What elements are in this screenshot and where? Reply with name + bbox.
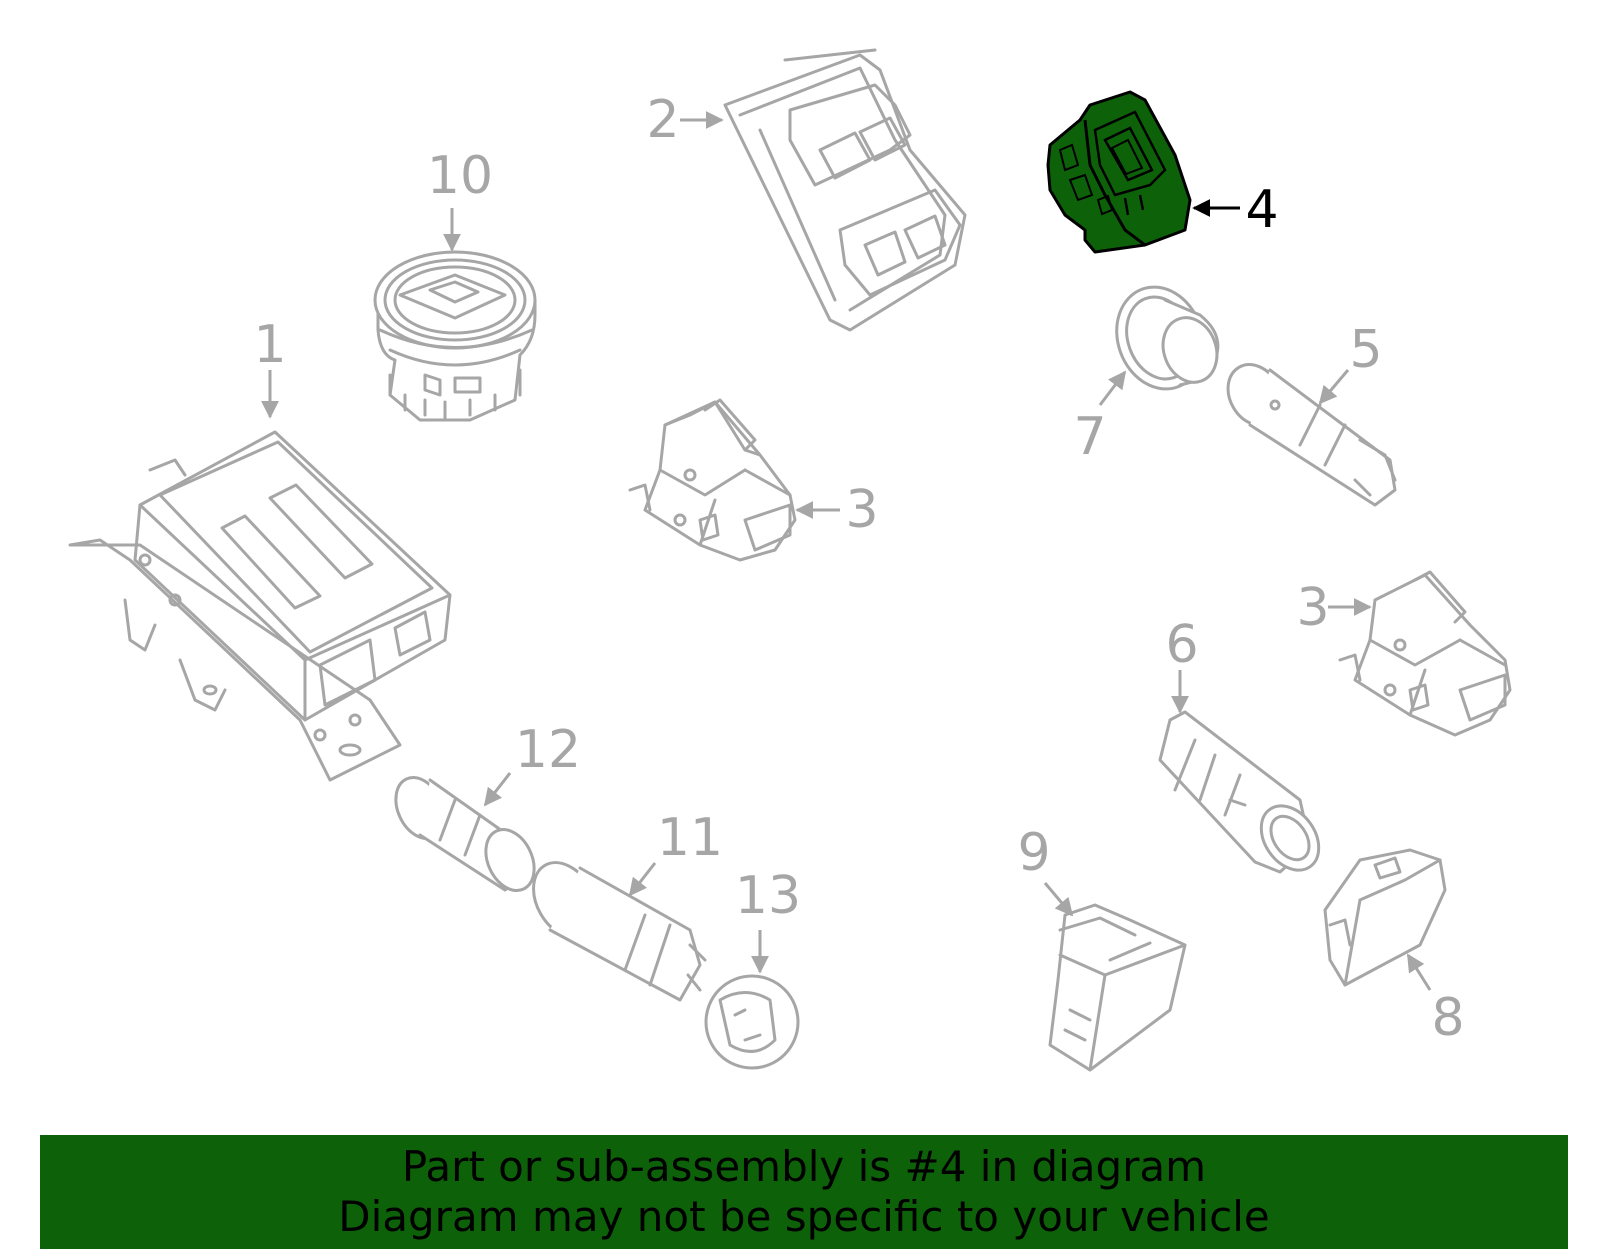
part-7-round-cap[interactable] xyxy=(1103,275,1226,401)
svg-text:13: 13 xyxy=(735,866,801,926)
callout-10: 10 xyxy=(427,146,493,252)
banner-line-part-info: Part or sub-assembly is #4 in diagram xyxy=(401,1142,1207,1191)
svg-text:6: 6 xyxy=(1165,615,1198,675)
svg-text:3: 3 xyxy=(1296,578,1329,638)
callout-7: 7 xyxy=(1073,370,1127,467)
callout-2: 2 xyxy=(646,90,724,150)
callout-5: 5 xyxy=(1318,320,1383,405)
part-10-rotary-switch[interactable] xyxy=(373,250,537,422)
banner-line-disclaimer: Diagram may not be specific to your vehi… xyxy=(338,1192,1270,1241)
part-11-socket[interactable] xyxy=(521,851,707,1002)
svg-text:10: 10 xyxy=(427,146,493,206)
parts-diagram: 1 2 3 3 4 5 6 7 8 9 10 11 xyxy=(68,48,1512,1072)
svg-text:12: 12 xyxy=(515,720,581,780)
part-4-highlighted-switch[interactable] xyxy=(1046,90,1192,254)
part-2-window-switch-panel[interactable] xyxy=(723,48,967,332)
svg-text:7: 7 xyxy=(1073,407,1106,467)
svg-text:9: 9 xyxy=(1017,823,1050,883)
part-8-square-switch[interactable] xyxy=(1323,848,1447,987)
svg-text:2: 2 xyxy=(646,90,679,150)
svg-text:4: 4 xyxy=(1245,180,1278,240)
callout-11: 11 xyxy=(628,808,723,897)
callout-8: 8 xyxy=(1406,953,1465,1048)
svg-text:1: 1 xyxy=(253,315,286,375)
part-1-control-module[interactable] xyxy=(68,430,452,782)
part-3-switch-center[interactable] xyxy=(628,398,797,562)
callout-3-right: 3 xyxy=(1296,578,1372,638)
svg-text:11: 11 xyxy=(657,808,723,868)
info-banner: Part or sub-assembly is #4 in diagram Di… xyxy=(40,1135,1568,1249)
svg-text:8: 8 xyxy=(1431,988,1464,1048)
part-12-connector[interactable] xyxy=(387,770,544,899)
callout-4: 4 xyxy=(1192,180,1279,240)
callout-13: 13 xyxy=(735,866,801,974)
part-6-cylinder[interactable] xyxy=(1158,710,1331,881)
part-9-square-button[interactable] xyxy=(1048,903,1187,1072)
part-13-clip[interactable] xyxy=(704,974,800,1070)
svg-text:5: 5 xyxy=(1349,320,1382,380)
callout-3-center: 3 xyxy=(795,480,879,540)
svg-text:3: 3 xyxy=(845,480,878,540)
callout-6: 6 xyxy=(1165,615,1199,714)
callout-9: 9 xyxy=(1017,823,1074,917)
callout-1: 1 xyxy=(253,315,287,419)
part-5-socket[interactable] xyxy=(1217,355,1397,507)
part-3-switch-right[interactable] xyxy=(1338,570,1512,737)
callout-12: 12 xyxy=(483,720,581,807)
